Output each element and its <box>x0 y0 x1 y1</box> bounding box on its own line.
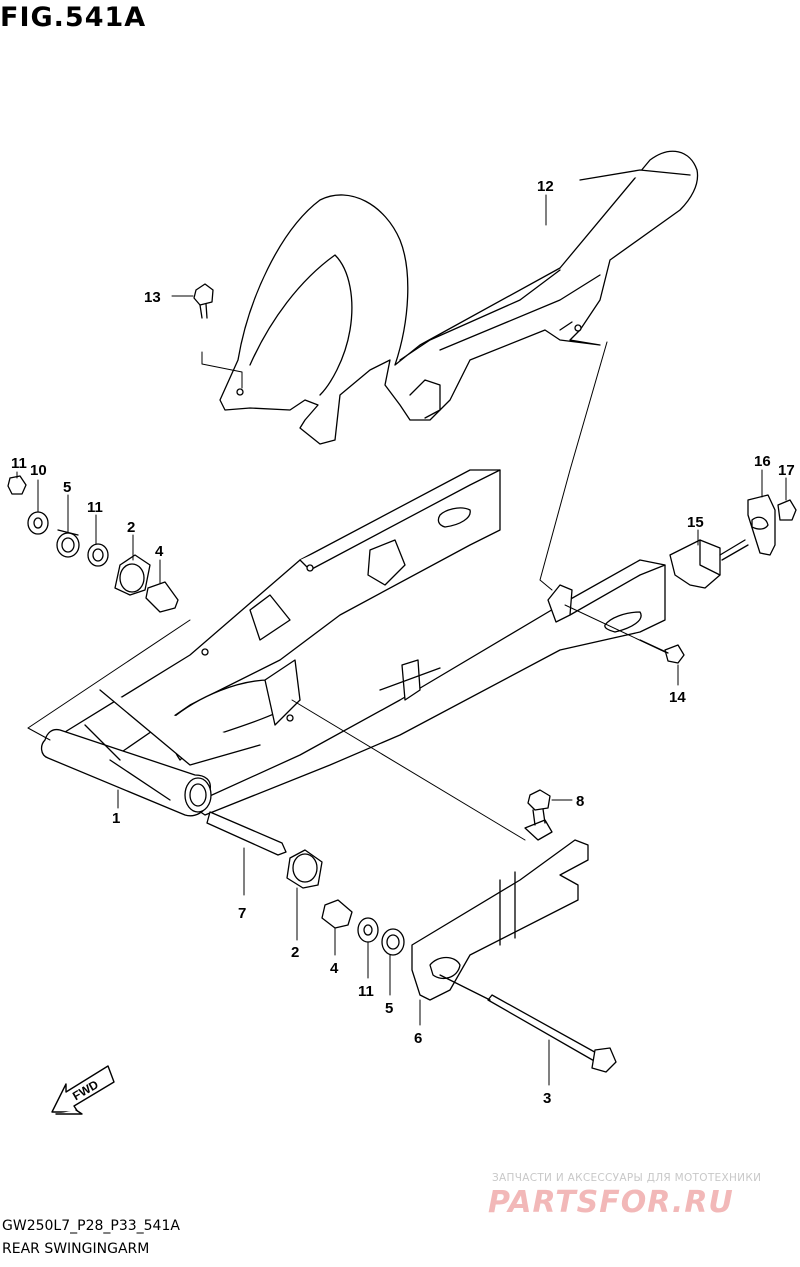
plate-part-16 <box>747 494 776 556</box>
callout-2-lower: 2 <box>291 944 299 961</box>
seal-part-11-lower <box>357 917 379 943</box>
pipe-part-7 <box>206 811 287 856</box>
spacer-part-5-lower <box>381 928 405 956</box>
bearing-part-2 <box>114 554 151 596</box>
callout-11-lower: 11 <box>358 983 374 1000</box>
figure-title: FIG.541A <box>0 2 147 33</box>
spacer-part-5 <box>56 529 80 558</box>
callout-3: 3 <box>543 1090 551 1107</box>
callout-2: 2 <box>127 519 135 536</box>
swingarm-part-1 <box>40 469 666 817</box>
bolt-part-14 <box>639 639 685 664</box>
collar-part-4 <box>145 581 179 613</box>
callout-5: 5 <box>63 479 71 496</box>
watermark-tagline: ЗАПЧАСТИ И АКСЕССУАРЫ ДЛЯ МОТОТЕХНИКИ <box>492 1172 762 1184</box>
watermark-logo: PARTSFOR.RU <box>488 1185 734 1220</box>
nut-part-9 <box>7 475 27 495</box>
callout-12: 12 <box>537 178 554 195</box>
callout-leaders <box>16 194 787 1086</box>
collar-part-4-lower <box>321 899 353 929</box>
callout-7: 7 <box>238 905 246 922</box>
callout-16: 16 <box>754 453 771 470</box>
callout-13: 13 <box>144 289 161 306</box>
washer-part-10 <box>27 511 49 535</box>
callout-8: 8 <box>576 793 584 810</box>
chain-buffer-part-6 <box>411 819 589 1001</box>
callout-1: 1 <box>112 810 120 827</box>
callout-11: 11 <box>87 499 103 516</box>
callout-4-lower: 4 <box>330 960 339 977</box>
figure-name: REAR SWINGINGARM <box>2 1241 150 1257</box>
callout-5-lower: 5 <box>385 1000 393 1017</box>
callout-14: 14 <box>669 689 686 706</box>
nut-part-17 <box>777 499 797 521</box>
fwd-arrow-icon <box>51 1065 115 1115</box>
bolt-part-8 <box>527 789 551 826</box>
callout-numbers: 11 10 5 11 2 4 1 7 2 4 11 5 6 3 8 13 12 … <box>11 178 795 1107</box>
callout-6: 6 <box>414 1030 422 1047</box>
callout-10: 10 <box>30 462 47 479</box>
bearing-part-2-lower <box>286 849 323 889</box>
callout-15: 15 <box>687 514 704 531</box>
callout-4: 4 <box>155 543 164 560</box>
bolt-part-13 <box>193 283 214 319</box>
figure-code: GW250L7_P28_P33_541A <box>2 1218 180 1234</box>
callout-9: 11 <box>11 455 27 472</box>
chain-case-part-12 <box>219 150 699 445</box>
pivot-bolt-part-3 <box>439 974 617 1073</box>
chain-adjuster-part-15 <box>669 539 749 589</box>
callout-17: 17 <box>778 462 795 479</box>
seal-part-11 <box>87 543 109 567</box>
